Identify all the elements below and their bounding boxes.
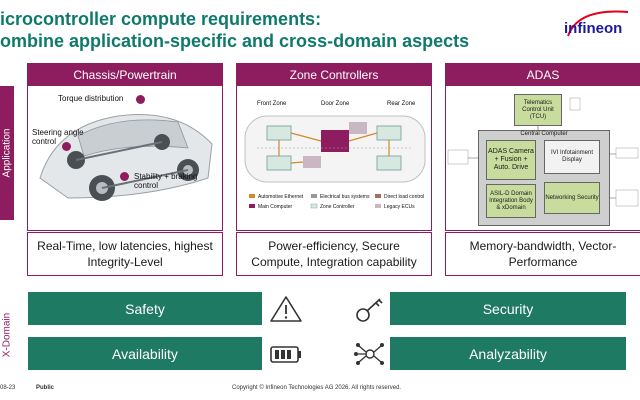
legend-zone: Zone Controller (320, 204, 355, 210)
legend-ethernet: Automotive Ethernet (258, 194, 304, 200)
security-bar: Security (390, 292, 626, 325)
infineon-logo: infineon (564, 10, 629, 37)
torque-label: Torque distribution (58, 94, 124, 103)
xdomain-side-label: X-Domain (0, 295, 14, 375)
torque-dot (136, 95, 145, 104)
legend-legacy: Legacy ECUs (384, 204, 415, 210)
panel-zone-controllers: Zone Controllers Front Zone Door Zone Re… (236, 63, 432, 231)
stability-label: Stability + braking control (134, 172, 198, 190)
network-nodes-icon (354, 343, 384, 365)
panel-adas: ADAS Telematics Control Unit (TCU) Centr… (445, 63, 640, 231)
adas-box: ADAS Camera + Fusion + Auto. Drive (486, 140, 536, 180)
footer-copyright: Copyright © Infineon Technologies AG 202… (232, 385, 402, 391)
stability-dot (120, 172, 129, 181)
application-side-label: Application (0, 86, 14, 220)
analyzability-bar: Analyzability (390, 337, 626, 370)
requirement-chassis: Real-Time, low latencies, highest Integr… (27, 232, 223, 276)
safety-bar: Safety (28, 292, 262, 325)
title-line-2: ombine application-specific and cross-do… (0, 31, 470, 51)
footer-classification: Public (36, 385, 55, 391)
footer-date: 08-23 (0, 385, 16, 391)
telematics-box: Telematics Control Unit (TCU) (514, 94, 562, 126)
battery-icon (270, 346, 301, 363)
logo-text: infineon (564, 20, 622, 37)
title-line-1: icrocontroller compute requirements: (0, 9, 322, 29)
ivi-box: IVI Infotainment Display (544, 140, 600, 174)
steering-dot (62, 142, 71, 151)
zone-door-label: Door Zone (321, 101, 350, 107)
asil-box: ASIL-D Domain Integration Body & xDomain (486, 184, 536, 218)
requirement-adas: Memory-bandwidth, Vector-Performance (445, 232, 640, 276)
legend-bus: Electrical bus systems (320, 194, 370, 200)
zone-diagram (244, 115, 426, 209)
car-illustration (39, 114, 213, 201)
zone-rear-label: Rear Zone (387, 101, 416, 107)
slide-title: icrocontroller compute requirements: omb… (0, 8, 560, 52)
zone-front-label: Front Zone (257, 101, 287, 107)
legend-direct: Direct load control (384, 194, 425, 200)
warning-icon (270, 296, 302, 322)
panel-header: Zone Controllers (237, 64, 431, 86)
availability-bar: Availability (28, 337, 262, 370)
requirement-zone: Power-efficiency, Secure Compute, Integr… (236, 232, 432, 276)
legend-main: Main Computer (258, 204, 293, 210)
networking-box: Networking Security (544, 182, 600, 214)
steering-label: Steering angle control (32, 128, 84, 146)
key-icon (356, 298, 383, 322)
panel-header: ADAS (446, 64, 640, 86)
central-computer-label: Central Computer (520, 131, 568, 137)
panel-chassis-powertrain: Chassis/Powertrain Torque distribution S… (27, 63, 223, 231)
panel-header: Chassis/Powertrain (28, 64, 222, 86)
